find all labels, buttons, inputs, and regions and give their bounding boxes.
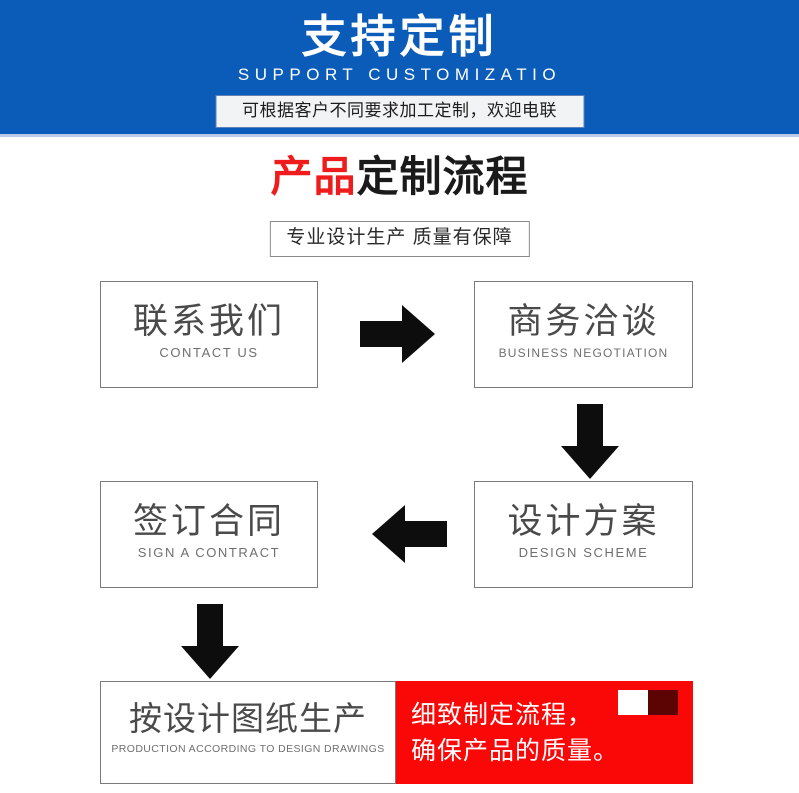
page-title: 产品定制流程 (0, 150, 799, 204)
decor-square-dark (648, 690, 678, 715)
arrow-right-icon (360, 305, 435, 368)
flow-step-label-cn: 设计方案 (507, 502, 660, 541)
flow-step-label-en: BUSINESS NEGOTIATION (498, 346, 669, 360)
flow-step-sign-contract: 签订合同 SIGN A CONTRACT (100, 481, 318, 588)
flow-step-label-cn: 签订合同 (132, 502, 285, 541)
flow-step-label-en: CONTACT US (159, 345, 259, 360)
flow-step-label-en: DESIGN SCHEME (518, 545, 649, 560)
flow-step-label-cn: 商务洽谈 (507, 302, 660, 341)
flow-step-design-scheme: 设计方案 DESIGN SCHEME (474, 481, 693, 588)
callout-panel: 细致制定流程， 确保产品的质量。 (396, 681, 693, 784)
arrow-left-icon (372, 505, 447, 568)
header-tagline: 可根据客户不同要求加工定制，欢迎电联 (215, 95, 584, 128)
arrow-down-icon (181, 604, 239, 684)
callout-line-1: 细致制定流程， (411, 701, 594, 729)
header-subtitle: SUPPORT CUSTOMIZATIO (237, 65, 562, 84)
flow-step-label-en: PRODUCTION ACCORDING TO DESIGN DRAWINGS (111, 743, 385, 755)
page-subtitle: 专业设计生产 质量有保障 (269, 221, 530, 257)
flow-step-production: 按设计图纸生产 PRODUCTION ACCORDING TO DESIGN D… (100, 681, 396, 784)
page-title-accent: 产品 (270, 153, 357, 200)
decor-square-white (618, 690, 648, 715)
callout-text: 细致制定流程， 确保产品的质量。 (411, 697, 619, 769)
flow-step-label-cn: 按设计图纸生产 (129, 700, 367, 737)
flow-step-label-en: SIGN A CONTRACT (137, 545, 281, 560)
header-underline (0, 134, 799, 137)
header-banner: 支持定制 SUPPORT CUSTOMIZATIO 可根据客户不同要求加工定制，… (0, 0, 799, 134)
header-title: 支持定制 (301, 11, 498, 62)
arrow-down-icon (561, 404, 619, 484)
flow-step-label-cn: 联系我们 (132, 302, 285, 341)
flow-step-contact-us: 联系我们 CONTACT US (100, 281, 318, 388)
flow-step-business-negotiation: 商务洽谈 BUSINESS NEGOTIATION (474, 281, 693, 388)
page-title-plain: 定制流程 (356, 153, 529, 200)
callout-line-2: 确保产品的质量。 (411, 737, 620, 765)
